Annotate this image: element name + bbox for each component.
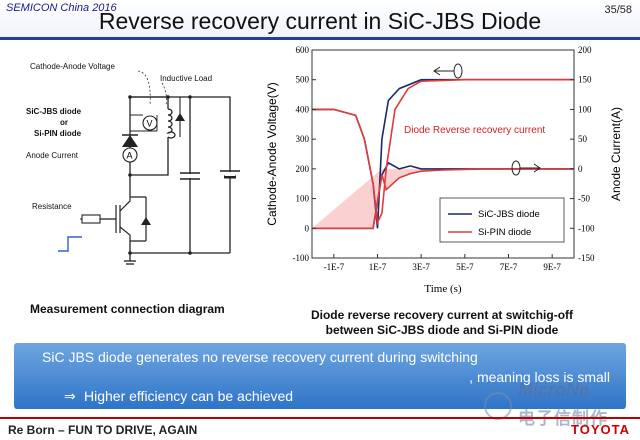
battery-icon <box>220 170 240 179</box>
capacitor-icon <box>180 172 200 180</box>
label-diode-1: SiC-JBS diode <box>26 107 82 116</box>
callout-voltage <box>137 70 151 106</box>
y-right-tick-label-4: 50 <box>578 134 588 144</box>
footer-divider <box>0 417 640 419</box>
watermark-text-1: MicroNe <box>518 380 590 400</box>
y-right-axis-label: Anode Current(A) <box>609 107 623 201</box>
freewheel-diode-icon <box>175 97 185 137</box>
chart-caption-line1: Diode reverse recovery current at switch… <box>310 308 574 322</box>
y-right-tick-label-6: 150 <box>578 75 592 85</box>
legend-label-0: SiC-JBS diode <box>478 209 540 220</box>
wiring <box>100 96 231 265</box>
series-line-3 <box>312 168 574 230</box>
y-right-tick-label-5: 100 <box>578 104 592 114</box>
svg-text:A: A <box>127 151 133 161</box>
batt-gap <box>225 172 235 176</box>
summary-line-3: Higher efficiency can be achieved <box>84 388 294 404</box>
inductor-icon <box>166 108 176 139</box>
junction-dots <box>128 95 192 255</box>
y-left-tick-label-4: 300 <box>296 134 310 144</box>
header-brand: SEMICON China 2016 <box>6 2 117 14</box>
diagram-caption: Measurement connection diagram <box>30 302 225 316</box>
chart-caption: Diode reverse recovery current at switch… <box>272 308 612 338</box>
legend-box <box>439 197 565 243</box>
igbt-icon <box>115 195 147 242</box>
recovery-area-fill <box>312 168 574 229</box>
y-right-tick-label-1: -100 <box>578 223 595 233</box>
title-underline <box>0 37 640 40</box>
y-left-tick-label-1: 0 <box>305 223 310 233</box>
cap-gap <box>186 174 194 178</box>
recovery-chart: -1E-7 1E-7 3E-7 5E-7 7E-7 9E-7 -100 0 100 200 300 4… <box>265 45 623 295</box>
label-anode-current: Anode Current <box>26 151 79 160</box>
slide-title: Reverse recovery current in SiC-JBS Diod… <box>98 8 542 34</box>
footer-tagline: Re Born – FUN TO DRIVE, AGAIN <box>8 423 198 437</box>
legend-label-1: Si-PIN diode <box>478 227 531 238</box>
top-bar <box>0 0 640 40</box>
callout-inductor <box>161 82 167 106</box>
voltage-axis-arrow-icon <box>433 66 454 76</box>
y-right-tick-label-7: 200 <box>578 45 592 55</box>
y-right-tick-label-0: -150 <box>578 253 595 263</box>
summary-line-1: SiC JBS diode generates no reverse recov… <box>42 349 478 365</box>
circuit-svg: Cathode-Anode Voltage Inductive Load SiC… <box>26 62 240 265</box>
chart-area: -1E-7 1E-7 3E-7 5E-7 7E-7 9E-7 -100 0 100 200 300 4… <box>262 44 640 304</box>
ammeter-icon: A <box>122 147 138 163</box>
resistor-icon <box>81 214 101 224</box>
y-right-tick-label-3: 0 <box>578 164 583 174</box>
summary-line-2: , meaning loss is small <box>469 369 610 385</box>
watermark-logo-icon <box>484 392 512 420</box>
summary-box: SiC JBS diode generates no reverse recov… <box>14 343 626 409</box>
label-diode-3: Si-PIN diode <box>34 129 82 138</box>
svg-text:V: V <box>147 119 153 129</box>
annotation-text: Diode Reverse recovery current <box>404 125 545 136</box>
y-left-tick-label-2: 100 <box>296 194 310 204</box>
sic-diode-symbol <box>122 134 138 147</box>
toyota-logo: TOYOTA <box>571 422 630 437</box>
voltmeter-icon: V <box>130 114 158 132</box>
page-number: 35/58 <box>604 4 632 16</box>
y-left-tick-label-5: 400 <box>296 104 310 114</box>
y-left-tick-label-6: 500 <box>296 75 310 85</box>
x-tick-label-5: 9E-7 <box>543 262 561 272</box>
current-axis-arrow-icon <box>520 163 541 173</box>
circuit-diagram: Cathode-Anode Voltage Inductive Load SiC… <box>20 55 256 273</box>
x-tick-label-0: -1E-7 <box>324 262 345 272</box>
gate-pulse-icon <box>58 236 82 252</box>
chart-caption-line2: between SiC-JBS diode and Si-PIN diode <box>325 323 559 337</box>
x-tick-label-3: 5E-7 <box>456 262 474 272</box>
body-diode-icon <box>141 217 151 225</box>
y-left-tick-label-0: -100 <box>293 253 310 263</box>
y-left-tick-label-3: 200 <box>296 164 310 174</box>
label-cathode-anode-voltage: Cathode-Anode Voltage <box>30 62 116 71</box>
x-tick-label-1: 1E-7 <box>369 262 387 272</box>
label-inductive-load: Inductive Load <box>160 74 212 83</box>
x-tick-label-4: 7E-7 <box>500 262 518 272</box>
y-left-tick-label-7: 600 <box>296 45 310 55</box>
x-tick-label-2: 3E-7 <box>412 262 430 272</box>
x-axis-label: Time (s) <box>424 283 462 295</box>
y-left-axis-label: Cathode-Anode Voltage(V) <box>265 82 279 225</box>
series-line-2 <box>312 78 574 226</box>
summary-arrow-icon: ⇒ <box>64 388 76 404</box>
y-right-tick-label-2: -50 <box>578 194 590 204</box>
label-diode-2: or <box>60 118 68 127</box>
label-resistance: Resistance <box>32 202 72 211</box>
